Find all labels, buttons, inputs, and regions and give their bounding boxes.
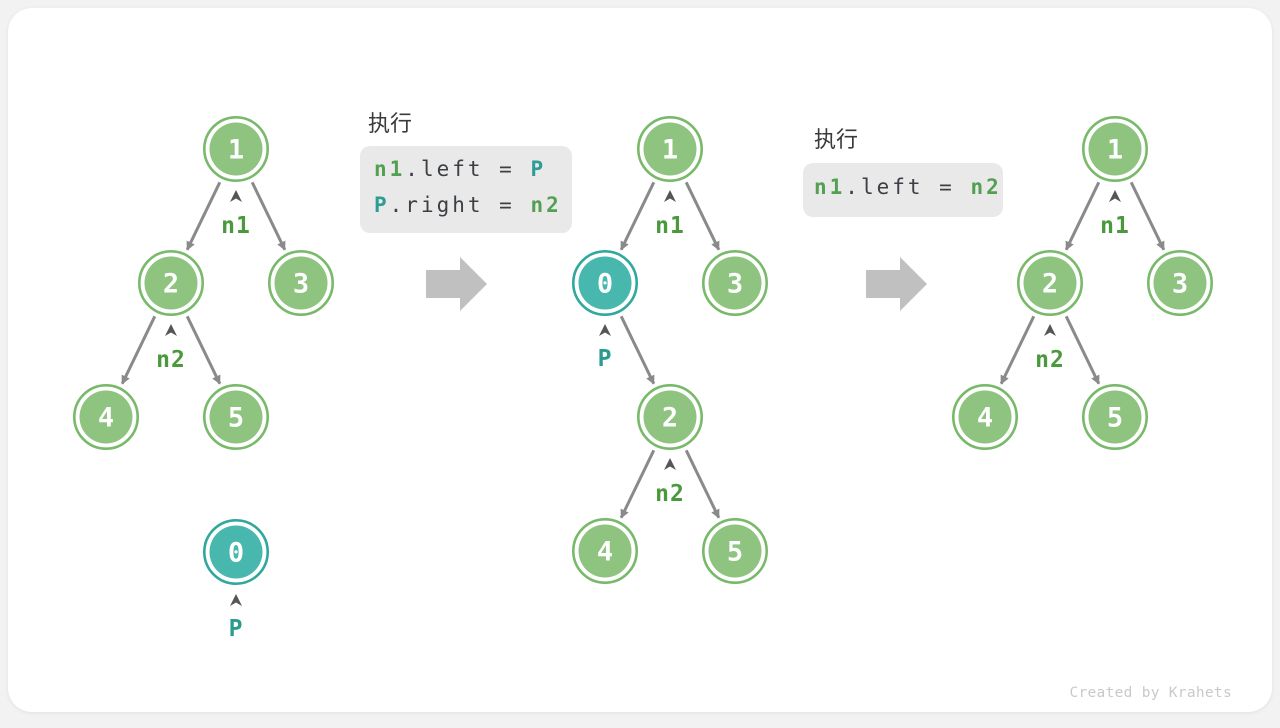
tree-node: 2 [636,383,703,450]
pointer-caret-n1 [664,190,676,202]
pointer-label-n1: n1 [221,213,251,239]
step1-to-step2-arrow-icon [426,257,487,311]
tree-node: 3 [701,250,768,317]
step2-to-step3-arrow-icon [866,257,927,311]
edge-0-to-2 [619,315,656,385]
tree-step1: 1 2 3 4 5 [73,116,334,642]
tree-node: 2 [138,250,205,317]
edge-2-to-5 [185,315,222,385]
tree-node: 1 [1082,116,1149,183]
node-value: 5 [727,537,743,568]
edge-2-to-4 [999,315,1036,385]
pointer-label-p: P [229,616,244,642]
node-value: 4 [977,403,993,434]
node-value: 3 [1172,269,1188,300]
edge-1-to-2 [185,181,222,251]
pointer-label-n1: n1 [655,213,685,239]
pointer-caret-n1 [1109,190,1121,202]
node-value: 2 [163,269,179,300]
code-token: .left = [405,157,531,181]
node-value: 4 [597,537,613,568]
node-value: 0 [597,269,613,300]
code-token: n2 [530,193,562,217]
code-line: n1.left = n2 [803,169,1003,205]
code-token: n1 [814,175,846,199]
tree-node-detached-p: 0 [203,518,270,585]
edge-1-to-3 [250,181,287,251]
node-value: 1 [1107,135,1123,166]
code-token: n2 [970,175,1002,199]
pointer-label-n2: n2 [156,347,186,373]
edge-1-to-0 [619,181,656,251]
code-line: P.right = n2 [360,187,572,223]
edge-2-to-4 [619,449,656,519]
code-token: n1 [374,157,406,181]
code-token: P [530,157,547,181]
node-value: 4 [98,403,114,434]
code-block-1-title: 执行 [368,111,413,136]
pointer-label-n1: n1 [1100,213,1130,239]
tree-step3: 1 2 3 4 5 n1 [951,116,1214,450]
node-value: 5 [1107,403,1123,434]
node-value: 2 [1042,269,1058,300]
pointer-caret-n2 [1044,324,1056,336]
tree-step2: 1 0 3 2 4 [571,116,768,584]
code-token: P [374,193,390,217]
tree-node: 5 [203,383,270,450]
node-value: 1 [662,135,678,166]
node-value: 5 [228,403,244,434]
tree-node: 5 [701,517,768,584]
node-value: 3 [293,269,309,300]
tree-node: 3 [1147,250,1214,317]
node-value: 1 [228,135,244,166]
edge-2-to-4 [120,315,157,385]
node-value: 0 [228,538,244,569]
tree-node: 3 [267,250,334,317]
tree-node: 4 [571,517,638,584]
edge-1-to-2 [1064,181,1101,251]
node-value: 3 [727,269,743,300]
code-block-2: n1.left = n2 [803,163,1003,217]
tree-node: 2 [1016,250,1083,317]
pointer-caret-p [599,324,611,336]
tree-node: 1 [636,116,703,183]
pointer-label-n2: n2 [1035,347,1065,373]
pointer-caret-n2 [664,458,676,470]
pointer-caret-n1 [230,190,242,202]
code-token: .left = [845,175,971,199]
tree-diagram-svg: 1 2 3 4 5 [73,116,1214,642]
code-line: n1.left = P [360,151,572,187]
tree-node: 4 [73,383,140,450]
tree-node-p: 0 [571,250,638,317]
watermark-credit: Created by Krahets [1069,685,1232,701]
pointer-caret-n2 [165,324,177,336]
edge-2-to-5 [1064,315,1101,385]
code-block-2-title: 执行 [814,127,859,152]
pointer-label-n2: n2 [655,481,685,507]
code-token: .right = [389,193,531,217]
tree-node: 4 [951,383,1018,450]
edge-2-to-5 [684,449,721,519]
canvas-panel: 1 2 3 4 5 [8,8,1272,712]
code-block-1: n1.left = P P.right = n2 [360,146,572,233]
pointer-label-p: P [598,346,613,372]
tree-node: 1 [203,116,270,183]
tree-node: 5 [1082,383,1149,450]
pointer-caret-p [230,594,242,606]
node-value: 2 [662,403,678,434]
edge-1-to-3 [1129,181,1166,251]
edge-1-to-3 [684,181,721,251]
